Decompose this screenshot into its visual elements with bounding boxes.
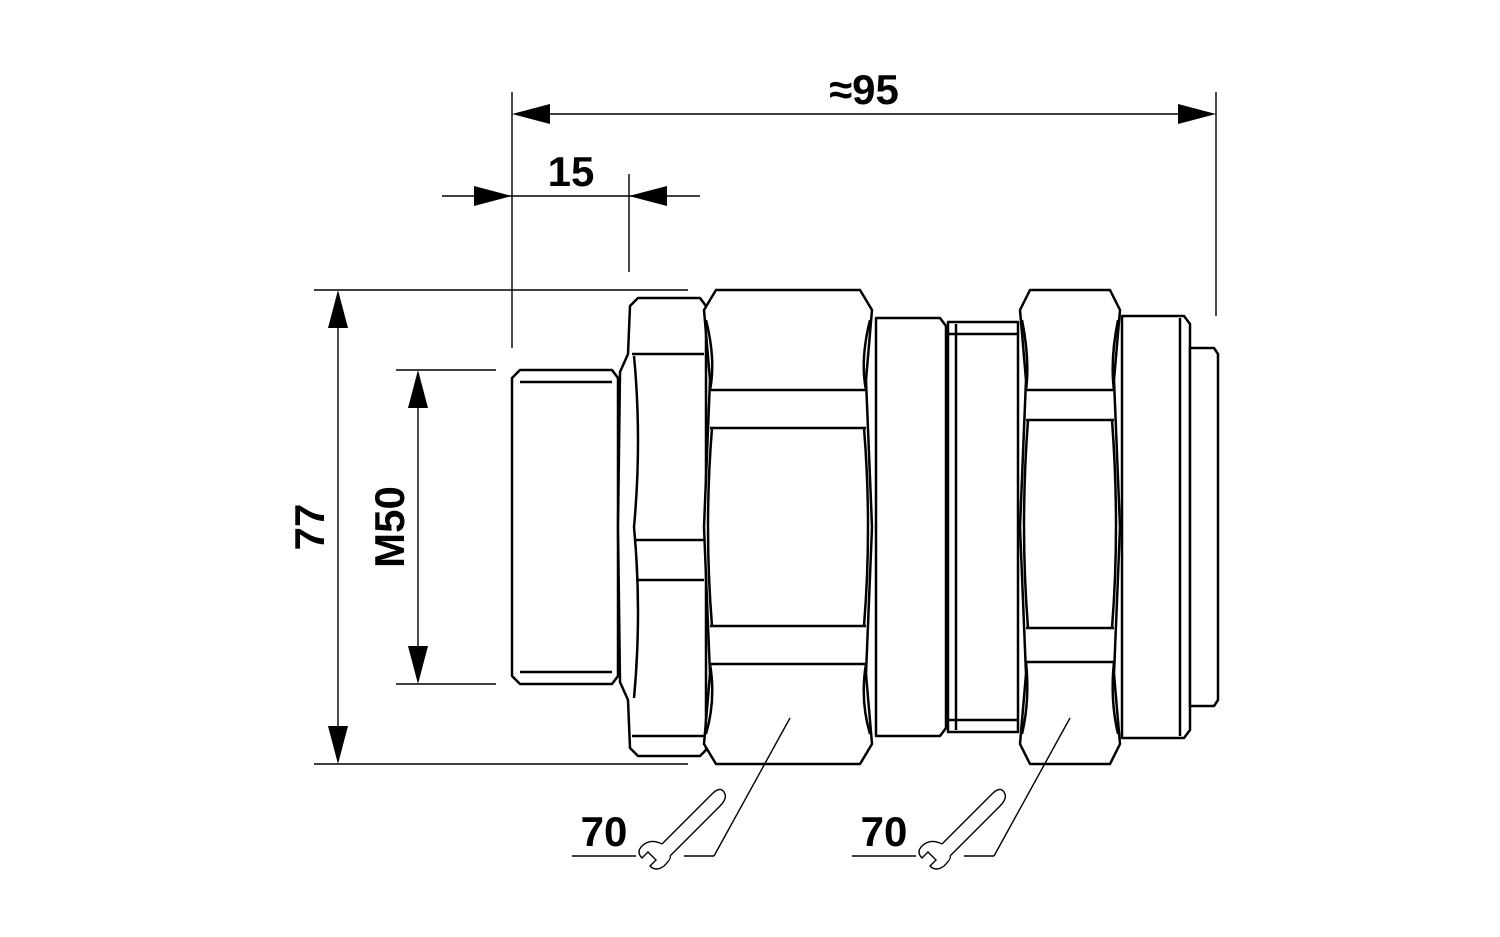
arrowhead — [328, 726, 348, 764]
body-hex — [702, 288, 874, 766]
arrowhead — [1178, 104, 1216, 124]
middle-collar — [874, 316, 1020, 738]
lock-nut — [616, 296, 708, 758]
cable-gland-part — [510, 288, 1220, 766]
wrench-icon — [918, 788, 1007, 870]
dimension-overall-length: ≈95 — [511, 66, 1217, 348]
arrowhead — [629, 186, 667, 206]
outer-diameter-label: 77 — [286, 504, 333, 551]
wrench-size-label: 70 — [861, 808, 908, 855]
thread-spigot — [510, 368, 620, 686]
arrowhead — [328, 290, 348, 328]
dimension-thread-size: M50 — [366, 369, 496, 685]
thread-size-label: M50 — [366, 486, 413, 568]
arrowhead — [408, 370, 428, 408]
wrench-icon — [638, 788, 727, 870]
dimension-outer-diameter: 77 — [286, 289, 688, 765]
overall-length-label: ≈95 — [829, 66, 899, 113]
rear-sleeve — [1120, 314, 1220, 740]
wrench-callout-first: 70 — [572, 717, 791, 870]
arrowhead — [474, 186, 512, 206]
cap-hex — [1018, 288, 1122, 766]
dimension-thread-length: 15 — [442, 148, 700, 272]
wrench-size-label: 70 — [581, 808, 628, 855]
thread-length-label: 15 — [548, 148, 595, 195]
wrench-callout-second: 70 — [852, 717, 1071, 870]
arrowhead — [512, 104, 550, 124]
arrowhead — [408, 646, 428, 684]
